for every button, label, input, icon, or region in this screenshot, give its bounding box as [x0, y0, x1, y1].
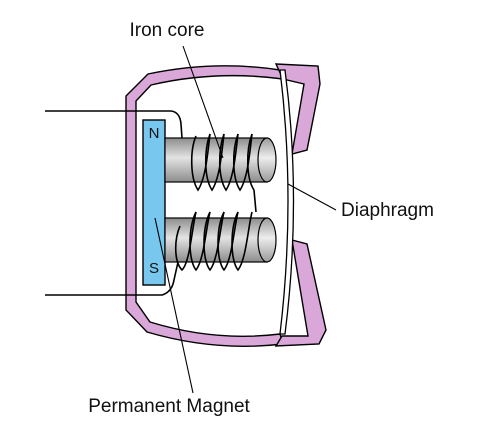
permanent-magnet-label: Permanent Magnet: [88, 396, 250, 417]
iron-core-label: Iron core: [130, 20, 205, 41]
coil-bottom: [174, 211, 253, 272]
lead-wire-bottom: [45, 261, 179, 296]
permanent-magnet-bar: [142, 119, 166, 286]
iron-core-leader: [182, 45, 224, 159]
coil-link-wire: [253, 189, 257, 213]
lead-wire-top: [45, 110, 183, 139]
north-pole-label: N: [149, 125, 160, 142]
housing-shell: [125, 65, 285, 347]
diaphragm-leader: [287, 183, 337, 211]
permanent-magnet-leader: [154, 217, 194, 394]
diaphragm-plate: [279, 69, 295, 335]
south-pole-label: S: [149, 260, 159, 277]
diaphragm-label: Diaphragm: [341, 200, 434, 221]
housing-clip-bottom: [274, 239, 327, 347]
